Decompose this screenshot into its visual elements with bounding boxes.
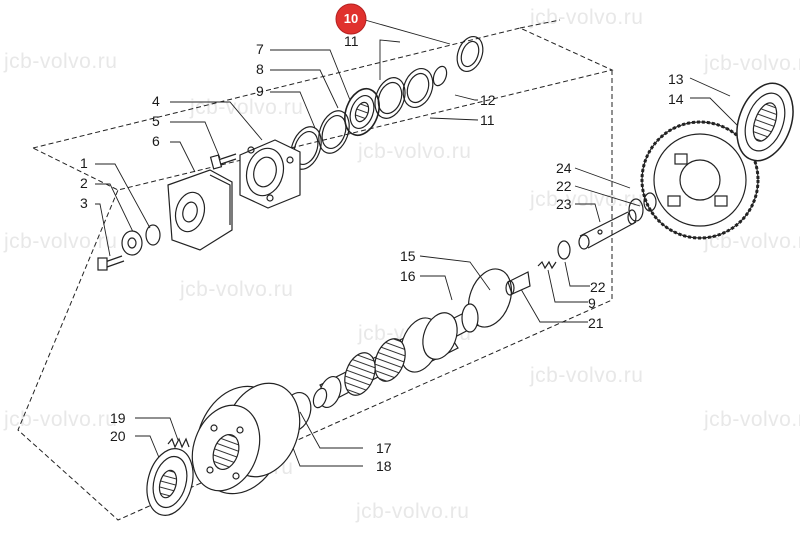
callout-11-top: 11	[344, 33, 359, 49]
disc-20	[146, 448, 194, 516]
callout-16: 16	[400, 268, 416, 284]
callout-12: 12	[480, 92, 496, 108]
watermark: jcb-volvo.ru	[530, 364, 644, 387]
callout-6: 6	[152, 133, 160, 149]
ring-11	[402, 68, 434, 108]
watermark: jcb-volvo.ru	[704, 408, 800, 431]
flange-housing-4	[239, 139, 301, 209]
callout-7: 7	[256, 41, 264, 57]
shaft-16	[312, 303, 479, 409]
callout-22: 22	[590, 279, 606, 295]
callout-15: 15	[400, 248, 416, 264]
leader-lines	[95, 19, 741, 467]
callout-13: 13	[668, 71, 684, 87]
callout-19: 19	[110, 410, 126, 426]
callout-1: 1	[80, 155, 88, 171]
callout-23: 23	[556, 196, 572, 212]
callout-9-right: 9	[588, 295, 596, 311]
pin-23	[578, 209, 637, 250]
ring-22	[557, 240, 571, 260]
planet-carrier-18	[191, 382, 301, 495]
watermark: jcb-volvo.ru	[704, 230, 800, 253]
watermark: jcb-volvo.ru	[704, 52, 800, 75]
bolt-3	[97, 255, 125, 271]
highlight-marker	[335, 3, 367, 35]
watermark: jcb-volvo.ru	[356, 500, 470, 523]
bolt-5	[209, 153, 237, 170]
ring-24	[643, 192, 657, 212]
callout-9: 9	[256, 83, 264, 99]
watermark: jcb-volvo.ru	[358, 140, 472, 163]
assembly-boundary	[31, 27, 614, 191]
plug-21	[505, 271, 531, 296]
washer-2	[121, 230, 143, 256]
watermark: jcb-volvo.ru	[4, 50, 118, 73]
o-ring-15	[467, 268, 513, 328]
callout-21: 21	[588, 315, 604, 331]
watermark: jcb-volvo.ru	[4, 408, 118, 431]
watermark: jcb-volvo.ru	[4, 230, 118, 253]
callout-24: 24	[556, 160, 572, 176]
callout-14: 14	[668, 91, 684, 107]
callout-8: 8	[256, 61, 264, 77]
gear-14	[640, 120, 760, 240]
watermark: jcb-volvo.ru	[180, 278, 294, 301]
o-ring-1	[145, 224, 161, 246]
callout-18: 18	[376, 458, 392, 474]
ring-8	[318, 110, 350, 154]
bearing-13	[736, 82, 794, 162]
watermark: jcb-volvo.ru	[530, 188, 644, 211]
callout-22-top: 22	[556, 178, 572, 194]
spring-19	[167, 437, 190, 449]
yoke-6	[167, 169, 233, 251]
bearing-7	[344, 87, 380, 137]
callout-5: 5	[152, 113, 160, 129]
ring-12	[432, 65, 448, 87]
highlight-label-10[interactable]: 10	[343, 11, 359, 26]
callout-3: 3	[80, 195, 88, 211]
callout-11: 11	[480, 112, 495, 128]
callout-20: 20	[110, 428, 126, 444]
snap-ring-10	[456, 35, 484, 73]
callout-4: 4	[152, 93, 160, 109]
assembly-boundary-lower	[17, 70, 613, 521]
watermark: jcb-volvo.ru	[530, 6, 644, 29]
callout-17: 17	[376, 440, 392, 456]
spring-9	[537, 260, 557, 270]
callout-2: 2	[80, 175, 88, 191]
